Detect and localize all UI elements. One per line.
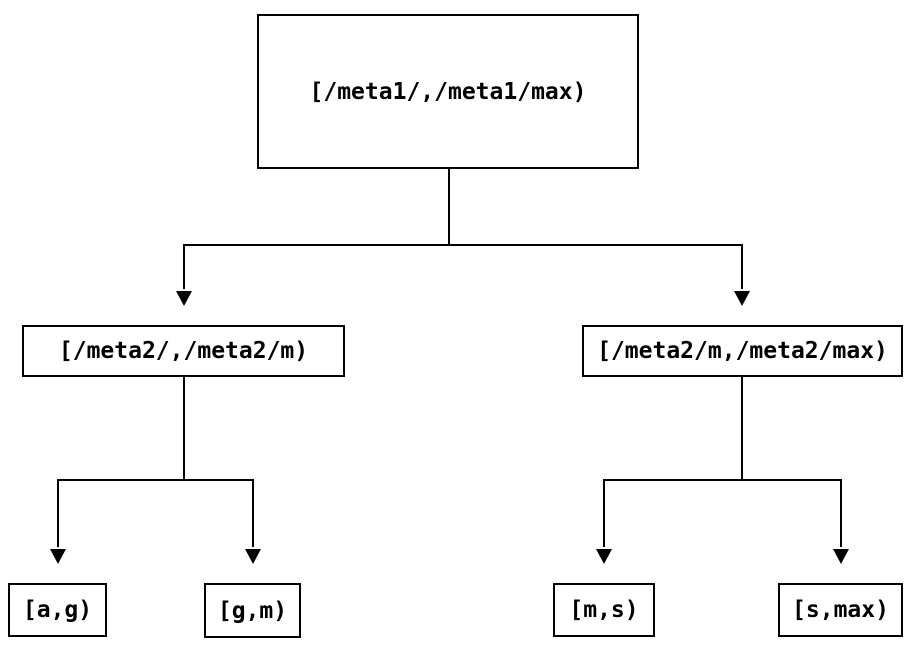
node-meta2-low: [/meta2/,/meta2/m) [22,325,345,377]
node-meta1-range: [/meta1/,/meta1/max) [257,14,639,169]
node-leaf-s-max: [s,max) [778,583,903,637]
arrowhead-down-icon [176,291,192,306]
node-leaf-g-m: [g,m) [204,583,301,638]
arrowhead-down-icon [734,291,750,306]
node-label: [/meta2/m,/meta2/max) [597,338,888,364]
node-label: [s,max) [792,597,889,623]
node-label: [g,m) [217,597,288,624]
node-leaf-a-g: [a,g) [8,583,107,637]
node-meta2-high: [/meta2/m,/meta2/max) [582,325,903,377]
node-label: [m,s) [569,597,639,623]
node-leaf-m-s: [m,s) [553,583,655,637]
node-label: [/meta1/,/meta1/max) [309,78,587,105]
node-label: [/meta2/,/meta2/m) [58,338,309,364]
node-label: [a,g) [22,597,93,623]
arrowhead-down-icon [245,549,261,564]
arrowhead-down-icon [596,549,612,564]
arrowhead-down-icon [50,549,66,564]
arrowhead-down-icon [833,549,849,564]
